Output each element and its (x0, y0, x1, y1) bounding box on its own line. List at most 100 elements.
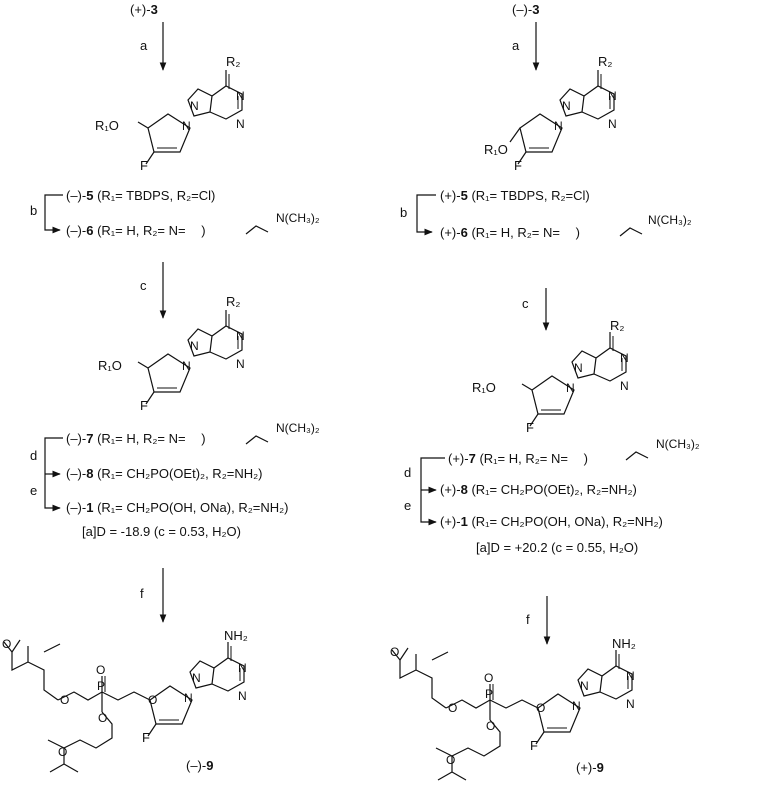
atom-label: N (572, 699, 581, 713)
step-label-c: c (522, 296, 529, 311)
step-label-a: a (140, 38, 148, 53)
atom-label: N (608, 117, 617, 131)
start-compound-left: (+)-3 (130, 2, 158, 18)
substituents: (R₁= H, R₂= N= ) (93, 431, 206, 446)
atom-label: O (60, 693, 69, 707)
right-pathway (391, 22, 649, 781)
substituents: (R₁= TBDPS, R₂=Cl) (467, 188, 590, 203)
compound-5-right: (+)-5 (R₁= TBDPS, R₂=Cl) (440, 188, 590, 204)
atom-label: O (98, 711, 107, 725)
atom-label: N (554, 119, 563, 133)
compound-number: 9 (206, 758, 214, 773)
atom-label: O (96, 663, 105, 677)
bracket-de-left (44, 437, 63, 512)
compound-5-left: (–)-5 (R₁= TBDPS, R₂=Cl) (66, 188, 215, 204)
step-label-a: a (512, 38, 520, 53)
compound-number: 5 (460, 188, 468, 203)
atom-label: N(CH₃)₂ (276, 211, 320, 225)
atom-label: N (236, 357, 245, 371)
atom-label: N (236, 329, 245, 343)
prefix: (–)- (66, 466, 87, 481)
prefix: (+)- (576, 760, 597, 775)
atom-label: N (182, 359, 191, 373)
compound-7-right: (+)-7 (R₁= H, R₂= N= ) (448, 451, 588, 467)
atom-label: NH₂ (224, 628, 248, 643)
atom-label: N (190, 339, 199, 353)
structure-7-left (137, 309, 243, 405)
optical-rotation-left: [a]D = -18.9 (c = 0.53, H₂O) (82, 524, 241, 539)
compound-8-left: (–)-8 (R₁= CH₂PO(OEt)₂, R₂=NH₂) (66, 466, 262, 482)
atom-label: F (530, 738, 538, 753)
atom-label: N (184, 691, 193, 705)
prefix: (+)- (440, 482, 461, 497)
atom-label: R₂ (226, 54, 240, 69)
atom-label: N (574, 361, 583, 375)
step-label-e: e (404, 498, 412, 513)
substituents: (R₁= TBDPS, R₂=Cl) (93, 188, 216, 203)
compound-number: 3 (532, 2, 540, 17)
atom-label: N (608, 89, 617, 103)
prefix: (+)- (440, 225, 461, 240)
compound-number: 9 (596, 760, 604, 775)
compound-number: 1 (460, 514, 468, 529)
atom-label: N (620, 379, 629, 393)
substituents: (R₁= H, R₂= N= ) (475, 451, 588, 466)
atom-label: P (97, 679, 105, 693)
atom-label: N (238, 689, 247, 703)
atom-label: O (486, 719, 495, 733)
step-label-d: d (30, 448, 38, 463)
compound-1-left: (–)-1 (R₁= CH₂PO(OH, ONa), R₂=NH₂) (66, 500, 289, 516)
compound-1-right: (+)-1 (R₁= CH₂PO(OH, ONa), R₂=NH₂) (440, 514, 663, 530)
substituents: (R₁= CH₂PO(OH, ONa), R₂=NH₂) (467, 514, 663, 529)
atom-label: F (514, 158, 522, 173)
compound-6-left: (–)-6 (R₁= H, R₂= N= ) (66, 223, 206, 239)
atom-label: N (192, 671, 201, 685)
prefix: (–)- (512, 2, 533, 17)
structure-9-left (3, 639, 245, 773)
atom-label: N(CH₃)₂ (656, 437, 700, 451)
atom-label: O (448, 701, 457, 715)
atom-label: O (484, 671, 493, 685)
step-label-f: f (140, 586, 144, 601)
left-pathway (3, 22, 269, 773)
atom-label: R₂ (598, 54, 612, 69)
compound-number: 5 (86, 188, 94, 203)
atom-label: N (626, 697, 635, 711)
atom-label: O (390, 645, 399, 659)
atom-label: R₂ (226, 294, 240, 309)
atom-label: N(CH₃)₂ (276, 421, 320, 435)
atom-label: N (190, 99, 199, 113)
atom-label: N (566, 381, 575, 395)
compound-number: 1 (86, 500, 94, 515)
bracket-b-right (416, 194, 436, 236)
prefix: (–)- (186, 758, 207, 773)
prefix: (+)- (440, 514, 461, 529)
atom-label: R₁O (95, 118, 119, 133)
step-label-e: e (30, 483, 38, 498)
compound-number: 8 (460, 482, 468, 497)
step-label-b: b (400, 205, 408, 220)
atom-label: N (236, 89, 245, 103)
atom-label: F (140, 158, 148, 173)
atom-label: O (58, 745, 67, 759)
prefix: (+)- (440, 188, 461, 203)
structure-5-right (509, 69, 615, 165)
step-label-b: b (30, 203, 38, 218)
bracket-b-left (44, 194, 63, 234)
prefix: (–)- (66, 223, 87, 238)
step-label-d: d (404, 465, 412, 480)
atom-labels: R₂ N N N N R₁O F N(CH₃)₂ R₂ N N N N R₁O … (2, 54, 700, 767)
atom-label: NH₂ (612, 636, 636, 651)
atom-label: P (485, 687, 493, 701)
atom-label: N (626, 669, 635, 683)
atom-label: F (142, 730, 150, 745)
step-label-f: f (526, 612, 530, 627)
step-label-c: c (140, 278, 147, 293)
atom-label: N(CH₃)₂ (648, 213, 692, 227)
prefix: (+)- (130, 2, 151, 17)
prefix: (+)- (448, 451, 469, 466)
compound-number: 7 (86, 431, 94, 446)
atom-label: R₁O (98, 358, 122, 373)
compound-8-right: (+)-8 (R₁= CH₂PO(OEt)₂, R₂=NH₂) (440, 482, 637, 498)
